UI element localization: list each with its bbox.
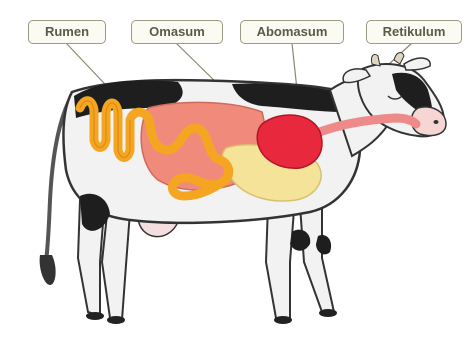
cow-hoof: [86, 312, 104, 320]
cow-horn: [394, 53, 404, 64]
cow-hoof: [319, 309, 337, 317]
cow-hoof: [107, 316, 125, 324]
cow-front-leg-left: [266, 205, 294, 320]
abomasum-label: Abomasum: [240, 20, 344, 44]
cow-tail-tuft: [40, 255, 56, 285]
cow-nostril: [434, 120, 439, 124]
cow-front-leg-right: [300, 205, 334, 312]
cow-back-leg-right: [102, 205, 130, 320]
retikulum-label: Retikulum: [366, 20, 462, 44]
cow-ear: [404, 58, 430, 70]
omasum-label: Omasum: [131, 20, 223, 44]
rumen-label: Rumen: [28, 20, 106, 44]
cow-hoof: [274, 316, 292, 324]
cow-horn: [371, 54, 380, 66]
